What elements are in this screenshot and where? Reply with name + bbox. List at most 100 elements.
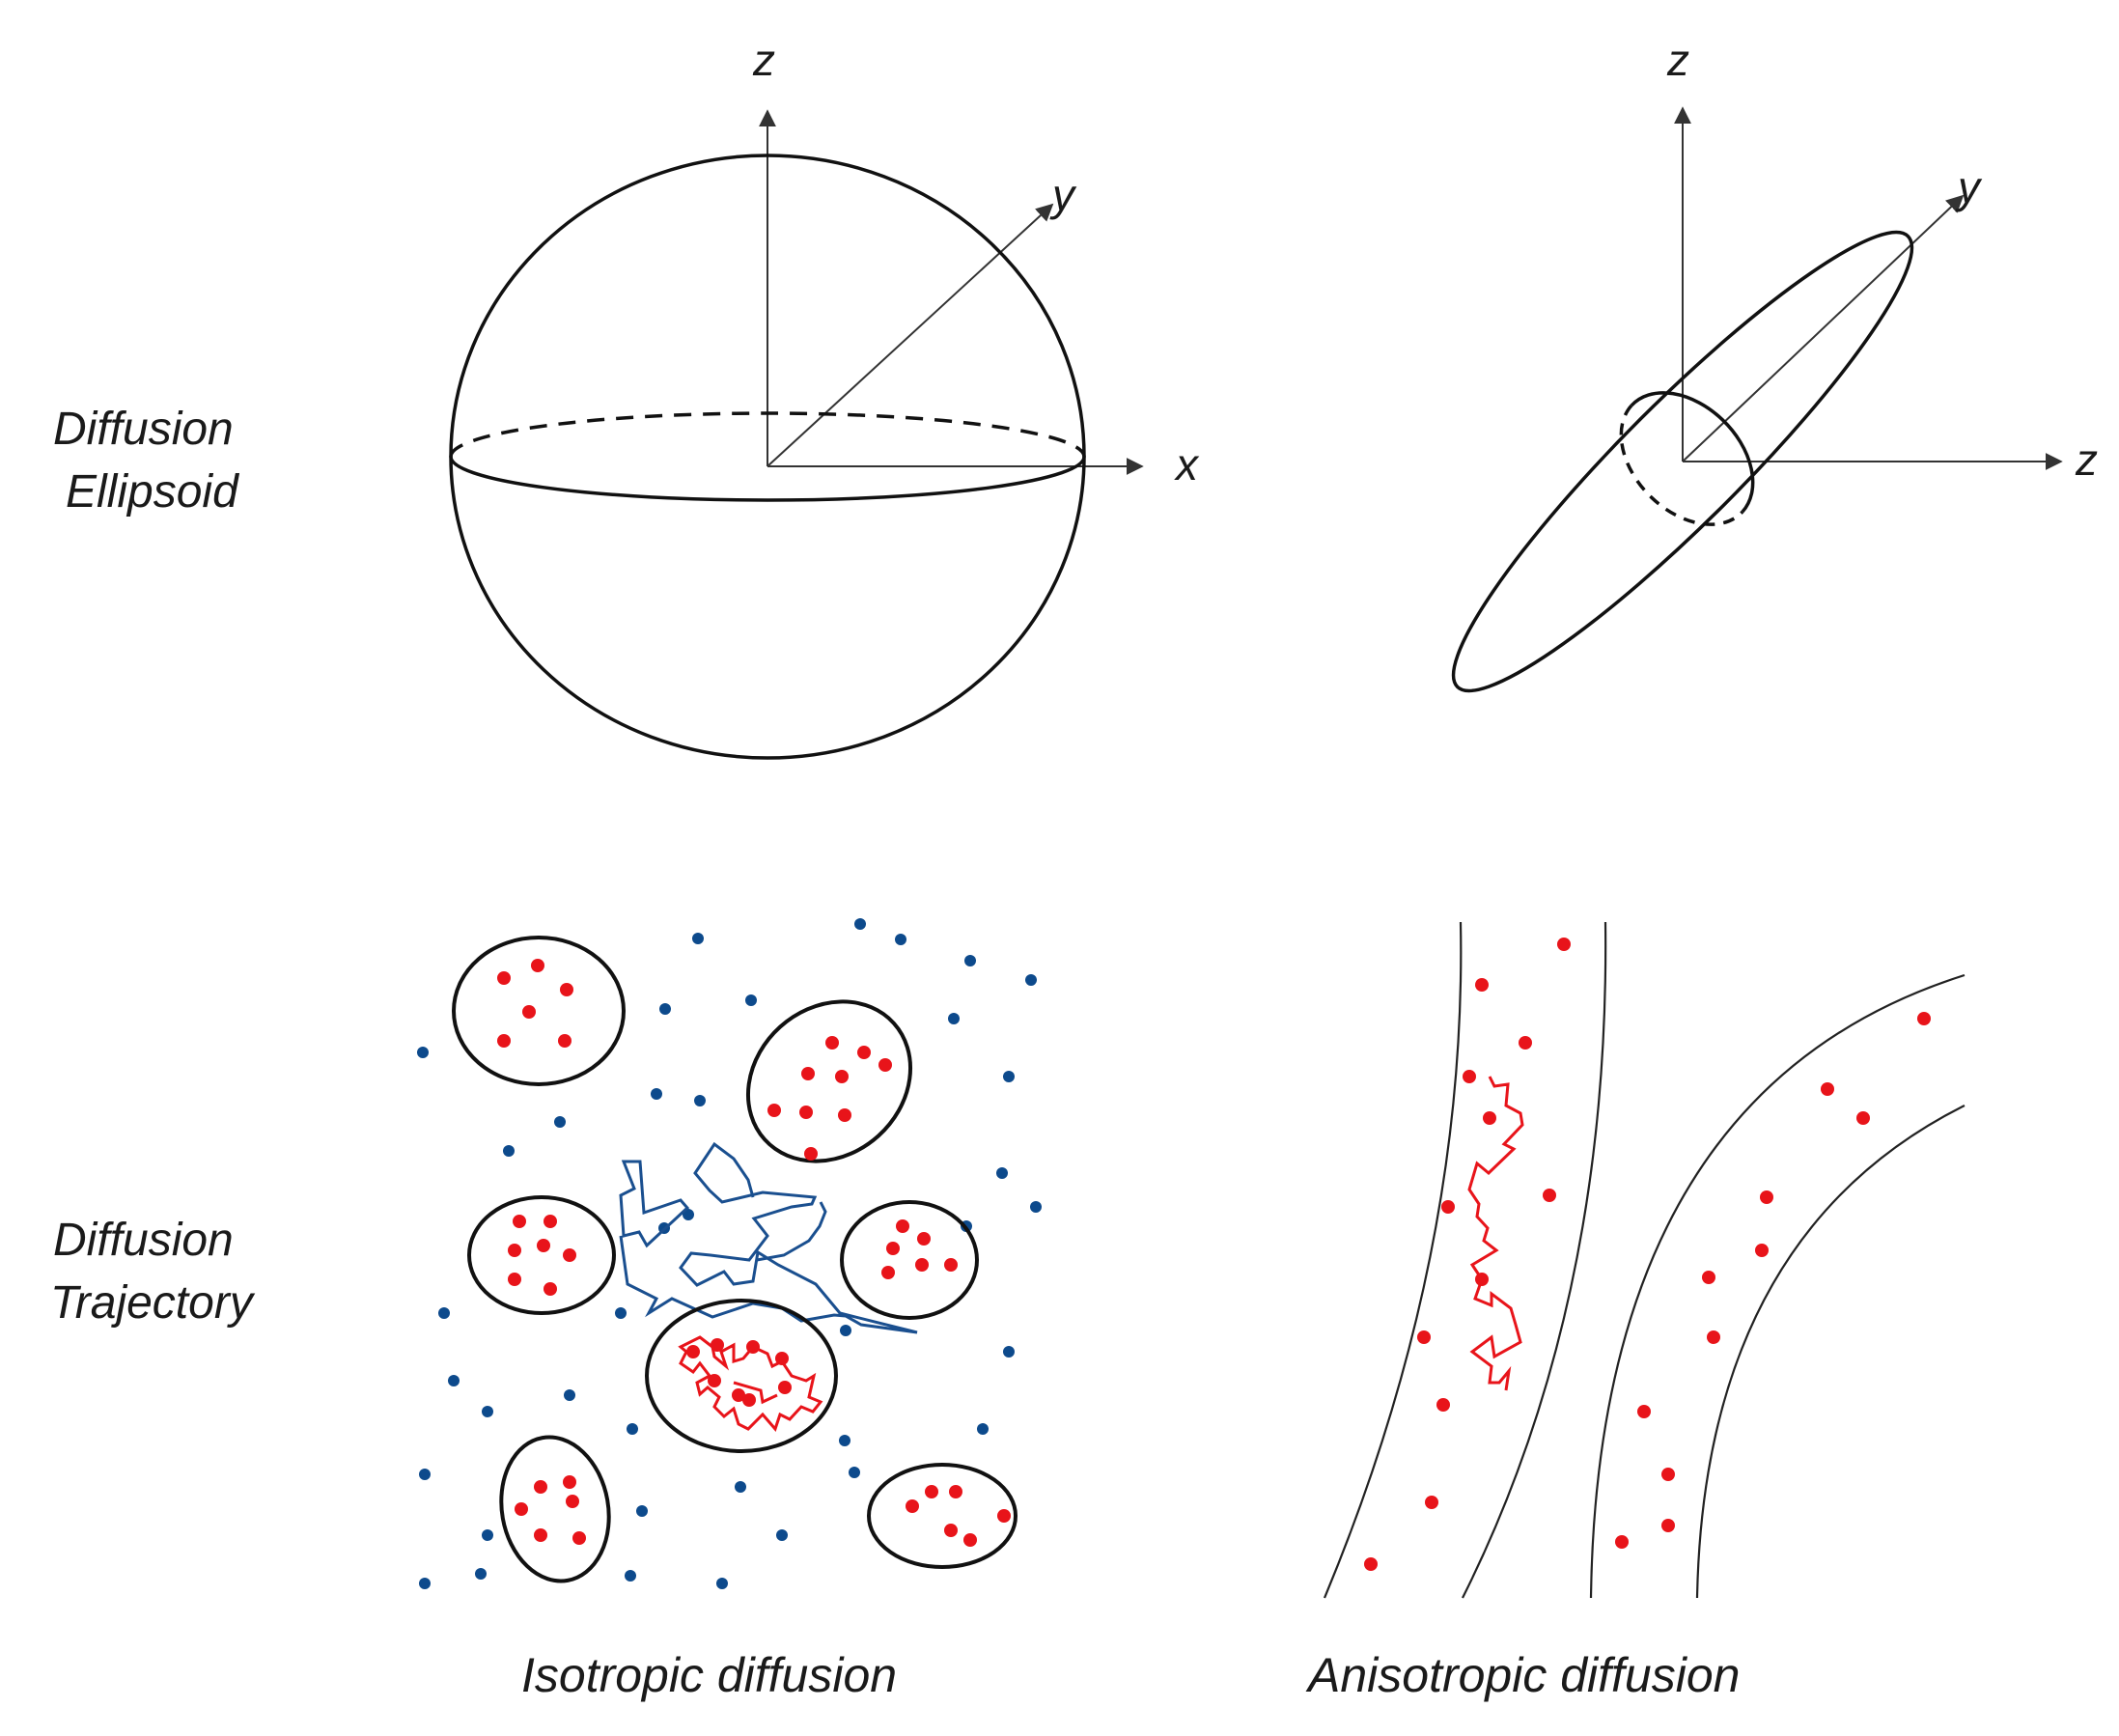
equator-front — [449, 456, 1086, 502]
intra-fiber-particles — [1364, 938, 1931, 1571]
intracellular-particle — [767, 1104, 781, 1117]
extracellular-particle — [716, 1578, 728, 1589]
anisotropic-ellipsoid: z y z — [1451, 35, 2098, 693]
intracellular-particle — [949, 1485, 962, 1498]
extracellular-particle — [692, 933, 704, 944]
ellipsoid-outline — [1451, 230, 1914, 693]
x-axis-label: x — [1174, 439, 1200, 490]
extracellular-particle — [1003, 1346, 1015, 1358]
intracellular-particle — [944, 1258, 958, 1272]
intracellular-particle — [799, 1106, 813, 1119]
row-label-ellipsoid-line1: Diffusion — [53, 404, 234, 455]
fiber-particle — [1856, 1111, 1870, 1125]
extracellular-particle — [839, 1435, 850, 1446]
intracellular-particle — [917, 1232, 931, 1246]
y-axis-label: y — [1955, 162, 1983, 212]
extracellular-particle — [564, 1389, 575, 1401]
fiber-particle — [1755, 1244, 1769, 1257]
fiber-particle — [1543, 1189, 1556, 1202]
fiber-particle — [1821, 1082, 1834, 1096]
anisotropic-trajectory — [1323, 921, 1966, 1599]
fiber-particle — [1760, 1190, 1773, 1204]
intracellular-particle — [544, 1215, 557, 1228]
intracellular-particle — [513, 1215, 526, 1228]
intracellular-particle — [835, 1070, 849, 1083]
intracellular-particle — [778, 1381, 792, 1394]
y-axis-label: y — [1049, 170, 1077, 220]
intracellular-particle — [531, 959, 544, 972]
fiber-particle — [1661, 1468, 1675, 1481]
fiber-particle — [1661, 1519, 1675, 1532]
red-trajectory-inner — [733, 1381, 778, 1405]
extracellular-particle — [554, 1116, 566, 1128]
fiber-1-left-wall — [1323, 921, 1463, 1599]
intracellular-particle — [997, 1509, 1011, 1523]
fiber-particle — [1702, 1271, 1715, 1284]
fiber-particle — [1364, 1557, 1378, 1571]
fiber-particle — [1707, 1330, 1720, 1344]
z-axis-label: z — [752, 35, 775, 85]
extracellular-particle — [651, 1088, 662, 1100]
fiber-particle — [1557, 938, 1571, 951]
row-label-ellipsoid-line2: Ellipsoid — [66, 466, 239, 518]
intracellular-particle — [508, 1244, 521, 1257]
intracellular-particle — [534, 1480, 547, 1494]
extracellular-particle — [895, 934, 906, 945]
cross-section-back — [1619, 404, 1744, 526]
fiber-particle — [1475, 1273, 1489, 1286]
fiber-particle — [1637, 1405, 1651, 1418]
intracellular-particle — [963, 1533, 977, 1547]
fiber-2-lower-wall — [1695, 1105, 1966, 1599]
extracellular-particle — [854, 918, 866, 930]
intracellular-particle — [732, 1388, 745, 1402]
intracellular-particle — [497, 1034, 511, 1048]
extracellular-particle — [627, 1423, 638, 1435]
red-trajectory-isotropic — [678, 1335, 823, 1432]
row-label-ellipsoid: Diffusion Ellipsoid — [53, 404, 239, 518]
intracellular-particle — [896, 1219, 909, 1233]
intracellular-particle — [563, 1475, 576, 1489]
intracellular-particle — [686, 1345, 700, 1358]
intracellular-particle — [572, 1531, 586, 1545]
fiber-particle — [1463, 1070, 1476, 1083]
fiber-particle — [1483, 1111, 1496, 1125]
extracellular-particle — [482, 1406, 493, 1417]
intracellular-particle — [537, 1239, 550, 1252]
isotropic-trajectory — [417, 918, 1042, 1589]
extracellular-particle — [964, 955, 976, 966]
extracellular-particle — [1003, 1071, 1015, 1082]
row-label-trajectory: Diffusion Trajectory — [50, 1215, 256, 1329]
column-label-anisotropic: Anisotropic diffusion — [1305, 1648, 1740, 1702]
fiber-particle — [1436, 1398, 1450, 1412]
intracellular-particle — [857, 1046, 871, 1059]
intracellular-particle — [944, 1524, 958, 1537]
extracellular-particle — [659, 1003, 671, 1015]
fiber-particle — [1441, 1200, 1455, 1214]
y-axis — [767, 203, 1054, 467]
row-label-trajectory-line1: Diffusion — [53, 1215, 234, 1266]
intracellular-particle — [522, 1005, 536, 1019]
intracellular-particle — [515, 1502, 528, 1516]
equator-back — [449, 411, 1086, 458]
column-label-isotropic: Isotropic diffusion — [521, 1648, 897, 1702]
intracellular-particle — [534, 1528, 547, 1542]
cell-outline — [467, 1195, 616, 1315]
isotropic-ellipsoid: z y x — [449, 35, 1200, 760]
extracellular-particle — [475, 1568, 487, 1580]
red-trajectory-anisotropic — [1467, 1076, 1524, 1391]
intracellular-particle — [544, 1282, 557, 1296]
cells — [452, 936, 1018, 1583]
extracellular-particle — [1030, 1201, 1042, 1213]
intracellular-particle — [708, 1374, 721, 1387]
extracellular-particle — [840, 1325, 851, 1336]
intracellular-particle — [825, 1036, 839, 1050]
cell-outline — [452, 936, 626, 1086]
intracellular-particle — [497, 971, 511, 985]
cross-section-front — [1630, 391, 1755, 514]
extracellular-particle — [694, 1095, 706, 1106]
extracellular-particle — [419, 1469, 431, 1480]
z-axis-vertical-label: z — [1666, 35, 1689, 85]
extracellular-particle — [977, 1423, 989, 1435]
fiber-particle — [1917, 1012, 1931, 1025]
cell-outline — [840, 1200, 979, 1320]
